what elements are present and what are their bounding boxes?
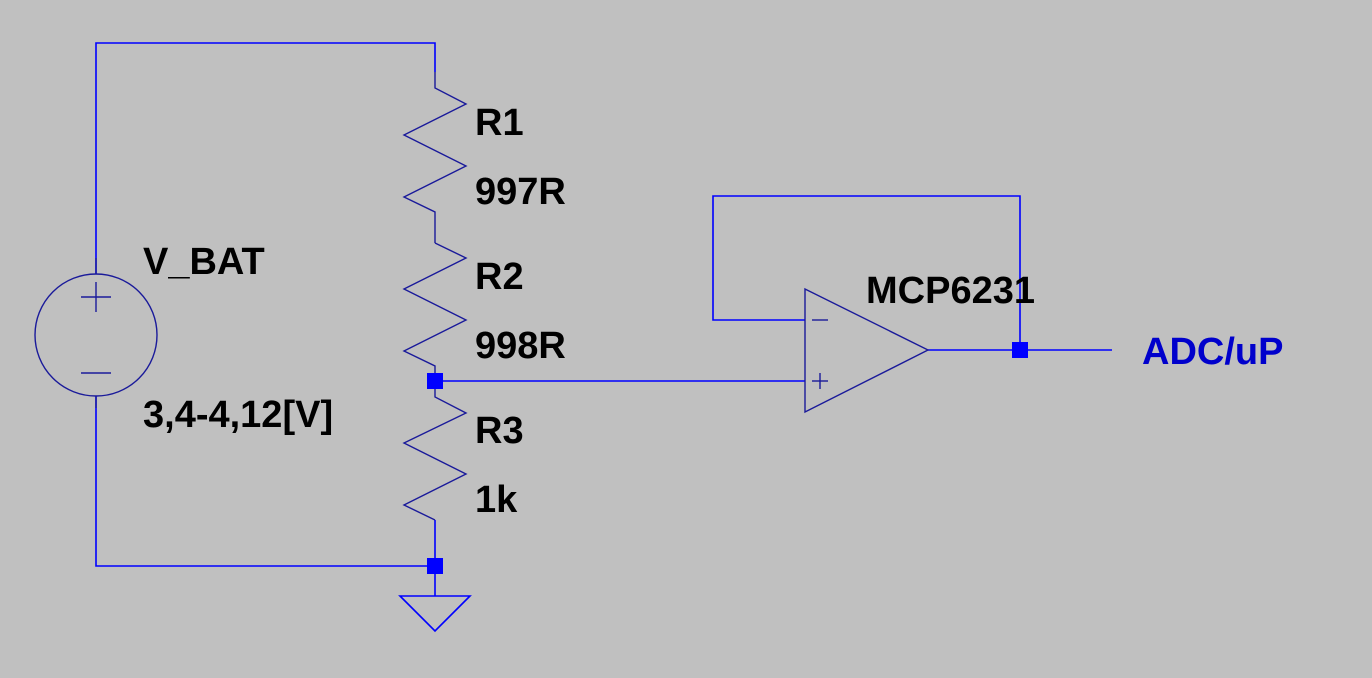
resistor-r1[interactable] [402,72,468,243]
r3-value-label: 1k [475,479,518,521]
junctions [427,342,1028,574]
junction-ground-node[interactable] [427,558,443,574]
opamp-icon [804,287,930,414]
resistor-icon [402,72,468,243]
junction-divider-node[interactable] [427,373,443,389]
r2-name-label: R2 [475,256,524,298]
resistor-icon [402,242,468,381]
wire-feedback[interactable] [712,195,1021,350]
voltage-source-v-bat[interactable] [34,258,158,408]
net-label-adc-up[interactable]: ADC/uP [1142,331,1283,373]
source-name-label: V_BAT [143,241,265,283]
r3-name-label: R3 [475,410,524,452]
wire-vbat-bottom[interactable] [95,396,435,567]
wires [95,42,1112,596]
r2-value-label: 998R [475,325,566,367]
resistor-icon [402,381,468,521]
resistor-r3[interactable] [402,381,468,521]
r1-name-label: R1 [475,102,524,144]
junction-output-node[interactable] [1012,342,1028,358]
wire-vbat-top[interactable] [95,42,436,274]
opamp-name-label: MCP6231 [866,270,1035,312]
source-value-label: 3,4-4,12[V] [143,394,333,436]
ground-symbol[interactable] [398,595,472,633]
ground-icon [398,595,472,633]
r1-value-label: 997R [475,171,566,213]
resistor-r2[interactable] [402,242,468,381]
opamp-mcp6231[interactable] [804,287,930,414]
